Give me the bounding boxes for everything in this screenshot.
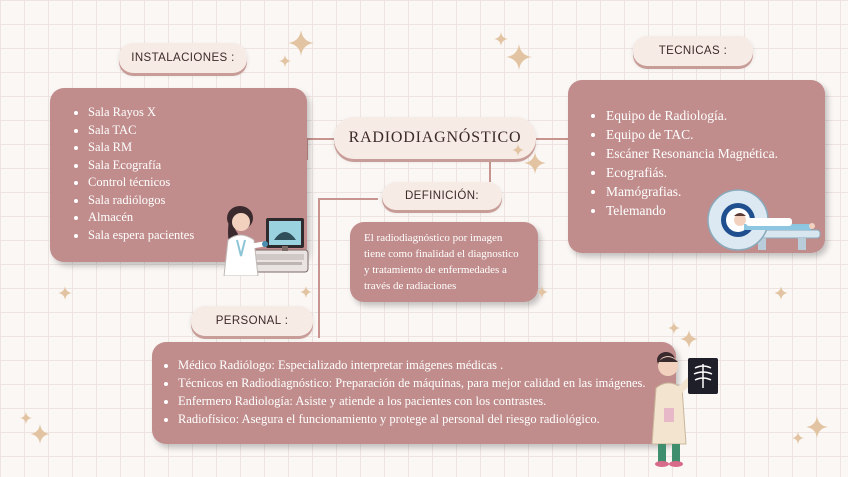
definition-box: El radiodiagnóstico por imagen tiene com… [350, 222, 538, 302]
definition-header: DEFINICIÓN: [382, 182, 502, 210]
doctor-xray-illustration [648, 348, 724, 472]
center-title: RADIODIAGNÓSTICO [334, 117, 536, 159]
technique-item: Equipo de Radiología. [606, 106, 825, 125]
installation-item: Sala TAC [88, 122, 307, 140]
sparkle-icon [680, 330, 698, 348]
mri-scanner-illustration [706, 186, 824, 252]
definition-text-line: través de radiaciones [364, 278, 519, 294]
connector-center-to-installations [306, 138, 336, 140]
personnel-header: PERSONAL : [191, 306, 313, 336]
sparkle-icon [30, 424, 50, 444]
installations-header: INSTALACIONES : [119, 43, 247, 73]
personnel-item: Médico Radiólogo: Especializado interpre… [178, 356, 676, 374]
sparkle-icon [524, 152, 546, 174]
technique-item: Equipo de TAC. [606, 125, 825, 144]
personnel-box: Médico Radiólogo: Especializado interpre… [152, 342, 676, 444]
sparkle-icon [774, 286, 788, 300]
sparkle-icon [58, 286, 72, 300]
technique-item: Escáner Resonancia Magnética. [606, 144, 825, 163]
sparkle-icon [792, 432, 804, 444]
ultrasound-technician-illustration [210, 200, 310, 276]
sparkle-icon [288, 30, 314, 56]
techniques-header: TECNICAS : [633, 36, 753, 66]
sparkle-icon [300, 286, 312, 298]
sparkle-icon [536, 286, 548, 298]
connector-center-to-definition [489, 162, 491, 182]
installation-item: Control técnicos [88, 174, 307, 192]
personnel-item: Enfermero Radiología: Asiste y atiende a… [178, 392, 676, 410]
definition-text-line: tiene como finalidad el diagnostico [364, 246, 519, 262]
personnel-item: Radiofísico: Asegura el funcionamiento y… [178, 410, 676, 428]
personnel-item: Técnicos en Radiodiagnóstico: Preparació… [178, 374, 676, 392]
definition-text-line: El radiodiagnóstico por imagen [364, 230, 519, 246]
sparkle-icon [506, 44, 532, 70]
connector-personal-horizontal [318, 198, 378, 200]
connector-center-to-techniques [536, 138, 572, 140]
sparkle-icon [20, 412, 32, 424]
installation-item: Sala Ecografía [88, 157, 307, 175]
sparkle-icon [279, 55, 291, 67]
connector-personal-vertical [318, 198, 320, 338]
sparkle-icon [806, 416, 828, 438]
sparkle-icon [512, 144, 524, 156]
installation-item: Sala RM [88, 139, 307, 157]
technique-item: Ecografiás. [606, 163, 825, 182]
installation-item: Sala Rayos X [88, 104, 307, 122]
sparkle-icon [668, 322, 680, 334]
definition-text-line: y tratamiento de enfermedades a [364, 262, 519, 278]
